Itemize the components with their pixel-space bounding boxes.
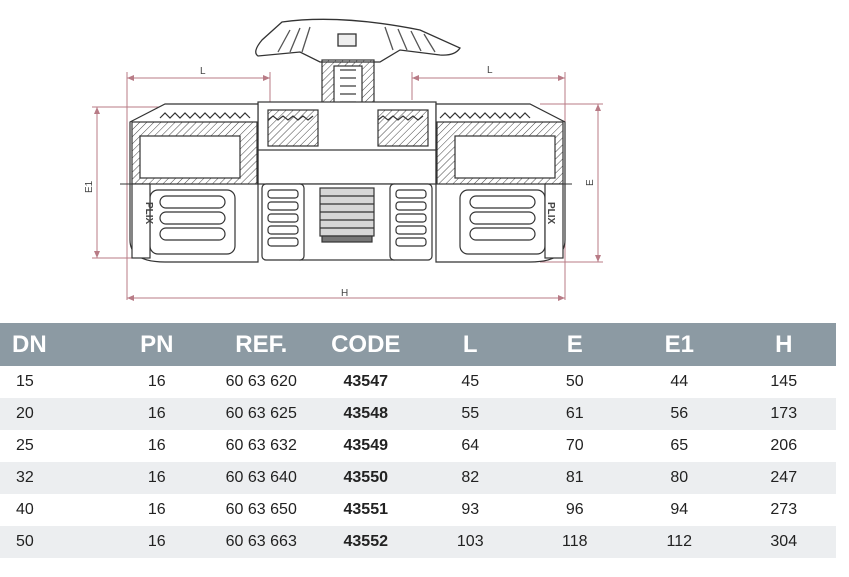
cell-dn: 20 [0, 398, 105, 430]
cell-e1: 44 [670, 373, 689, 390]
cell-e: 96 [565, 501, 584, 518]
cell-dn: 40 [16, 501, 34, 518]
cell-h: 304 [731, 526, 836, 558]
cell-ref: 60 63 640 [209, 462, 314, 494]
table-row: 25 16 60 63 632 43549 64 70 65 206 [0, 430, 836, 462]
cell-e1: 80 [627, 462, 732, 494]
dim-h-label: H [341, 288, 348, 299]
dim-l-left-label: L [200, 66, 206, 77]
header-code: CODE [313, 323, 418, 366]
right-compression-fitting [435, 103, 566, 263]
header-dn: DN [0, 323, 105, 366]
cell-pn: 16 [104, 526, 209, 558]
table-row: 15 16 60 63 620 43547 45 50 44 145 [0, 366, 836, 398]
cell-h: 173 [731, 398, 836, 430]
left-union-nut [261, 183, 305, 261]
cell-h: 273 [770, 501, 798, 518]
valve-technical-drawing: L L H E1 E [84, 18, 603, 301]
cell-l: 55 [418, 398, 523, 430]
dim-e1-label: E1 [84, 180, 95, 193]
cell-e: 50 [565, 373, 584, 390]
cell-dn: 32 [0, 462, 105, 494]
left-compression-fitting [129, 103, 259, 263]
cell-l: 93 [461, 501, 480, 518]
right-union-nut [389, 183, 433, 261]
header-l: L [418, 323, 523, 366]
cell-l: 103 [418, 526, 523, 558]
cell-e1: 65 [670, 437, 689, 454]
cell-l: 64 [461, 437, 480, 454]
cell-e: 70 [565, 437, 584, 454]
cell-dn: 25 [16, 437, 34, 454]
cell-e1: 56 [627, 398, 732, 430]
valve-body [257, 101, 437, 261]
cell-h: 247 [731, 462, 836, 494]
brand-left-label: PLIX [143, 202, 154, 225]
valve-handle [255, 18, 461, 63]
cell-pn: 16 [147, 373, 166, 390]
dim-e-label: E [585, 179, 596, 186]
header-e1: E1 [627, 323, 732, 366]
cell-e: 81 [522, 462, 627, 494]
cell-code: 43551 [343, 501, 389, 518]
cell-e: 118 [522, 526, 627, 558]
header-h: H [731, 323, 836, 366]
table-row: 40 16 60 63 650 43551 93 96 94 273 [0, 494, 836, 526]
cell-dn: 15 [16, 373, 34, 390]
cell-code: 43549 [343, 437, 389, 454]
table-row: 32 16 60 63 640 43550 82 81 80 247 [0, 462, 836, 494]
cell-code: 43547 [343, 373, 389, 390]
cell-e: 61 [522, 398, 627, 430]
cell-h: 206 [770, 437, 798, 454]
specification-table: DN PN REF. CODE L E E1 H 15 16 60 63 620… [0, 323, 836, 558]
header-e: E [522, 323, 627, 366]
cell-l: 45 [461, 373, 480, 390]
header-pn: PN [104, 323, 209, 366]
table-row: 50 16 60 63 663 43552 103 118 112 304 [0, 526, 836, 558]
cell-pn: 16 [147, 437, 166, 454]
cell-ref: 60 63 650 [225, 501, 297, 518]
cell-pn: 16 [104, 398, 209, 430]
cell-ref: 60 63 625 [209, 398, 314, 430]
cell-ref: 60 63 632 [225, 437, 297, 454]
cell-code: 43548 [313, 398, 418, 430]
brand-right-label: PLIX [545, 202, 556, 225]
cell-ref: 60 63 663 [209, 526, 314, 558]
dim-l-right-label: L [487, 65, 493, 76]
cell-h: 145 [770, 373, 798, 390]
header-ref: REF. [209, 323, 314, 366]
cell-l: 82 [418, 462, 523, 494]
cell-code: 43550 [313, 462, 418, 494]
table-row: 20 16 60 63 625 43548 55 61 56 173 [0, 398, 836, 430]
cell-e1: 94 [670, 501, 689, 518]
cell-ref: 60 63 620 [225, 373, 297, 390]
cell-pn: 16 [147, 501, 166, 518]
cell-pn: 16 [104, 462, 209, 494]
table-header-row: DN PN REF. CODE L E E1 H [0, 323, 836, 366]
cell-code: 43552 [313, 526, 418, 558]
cell-dn: 50 [0, 526, 105, 558]
cell-e1: 112 [627, 526, 732, 558]
